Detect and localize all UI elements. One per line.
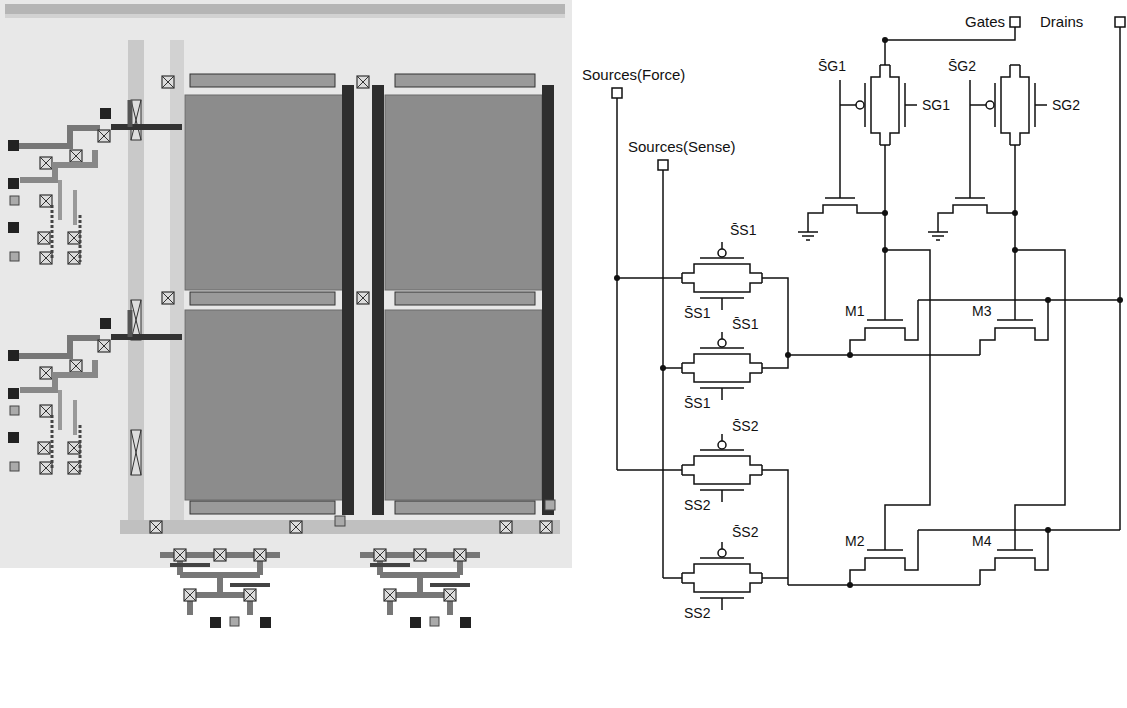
signal-name: S̄S1	[684, 395, 710, 412]
pin-label: Sources(Force)	[582, 66, 685, 84]
signal-name: S̄S2	[732, 524, 758, 541]
signal-name: S̄S1	[732, 316, 758, 333]
pin-label: Sources(Sense)	[628, 138, 736, 156]
signal-name: S̄S1	[730, 222, 756, 239]
junction-dots	[614, 37, 1123, 588]
pin-square	[612, 88, 622, 98]
signal-name: SS2	[684, 497, 710, 514]
pin-label: Drains	[1040, 13, 1083, 31]
transistor-name: M2	[845, 533, 864, 550]
signal-name: SG1	[922, 97, 950, 114]
transistor-name: M1	[845, 303, 864, 320]
transistor-name: M4	[972, 533, 991, 550]
pin-label: Gates	[965, 13, 1005, 31]
pin-square	[1115, 17, 1125, 27]
pin-square	[658, 160, 668, 170]
signal-name: S̄S1	[684, 305, 710, 322]
wires	[612, 17, 1125, 610]
transistor-name: M3	[972, 303, 991, 320]
pin-square	[1010, 17, 1020, 27]
signal-name: S̄S2	[732, 418, 758, 435]
signal-name: S̄G2	[948, 58, 976, 75]
signal-name: SG2	[1052, 97, 1080, 114]
signal-name: S̄G1	[818, 58, 846, 75]
signal-name: SS2	[684, 605, 710, 622]
